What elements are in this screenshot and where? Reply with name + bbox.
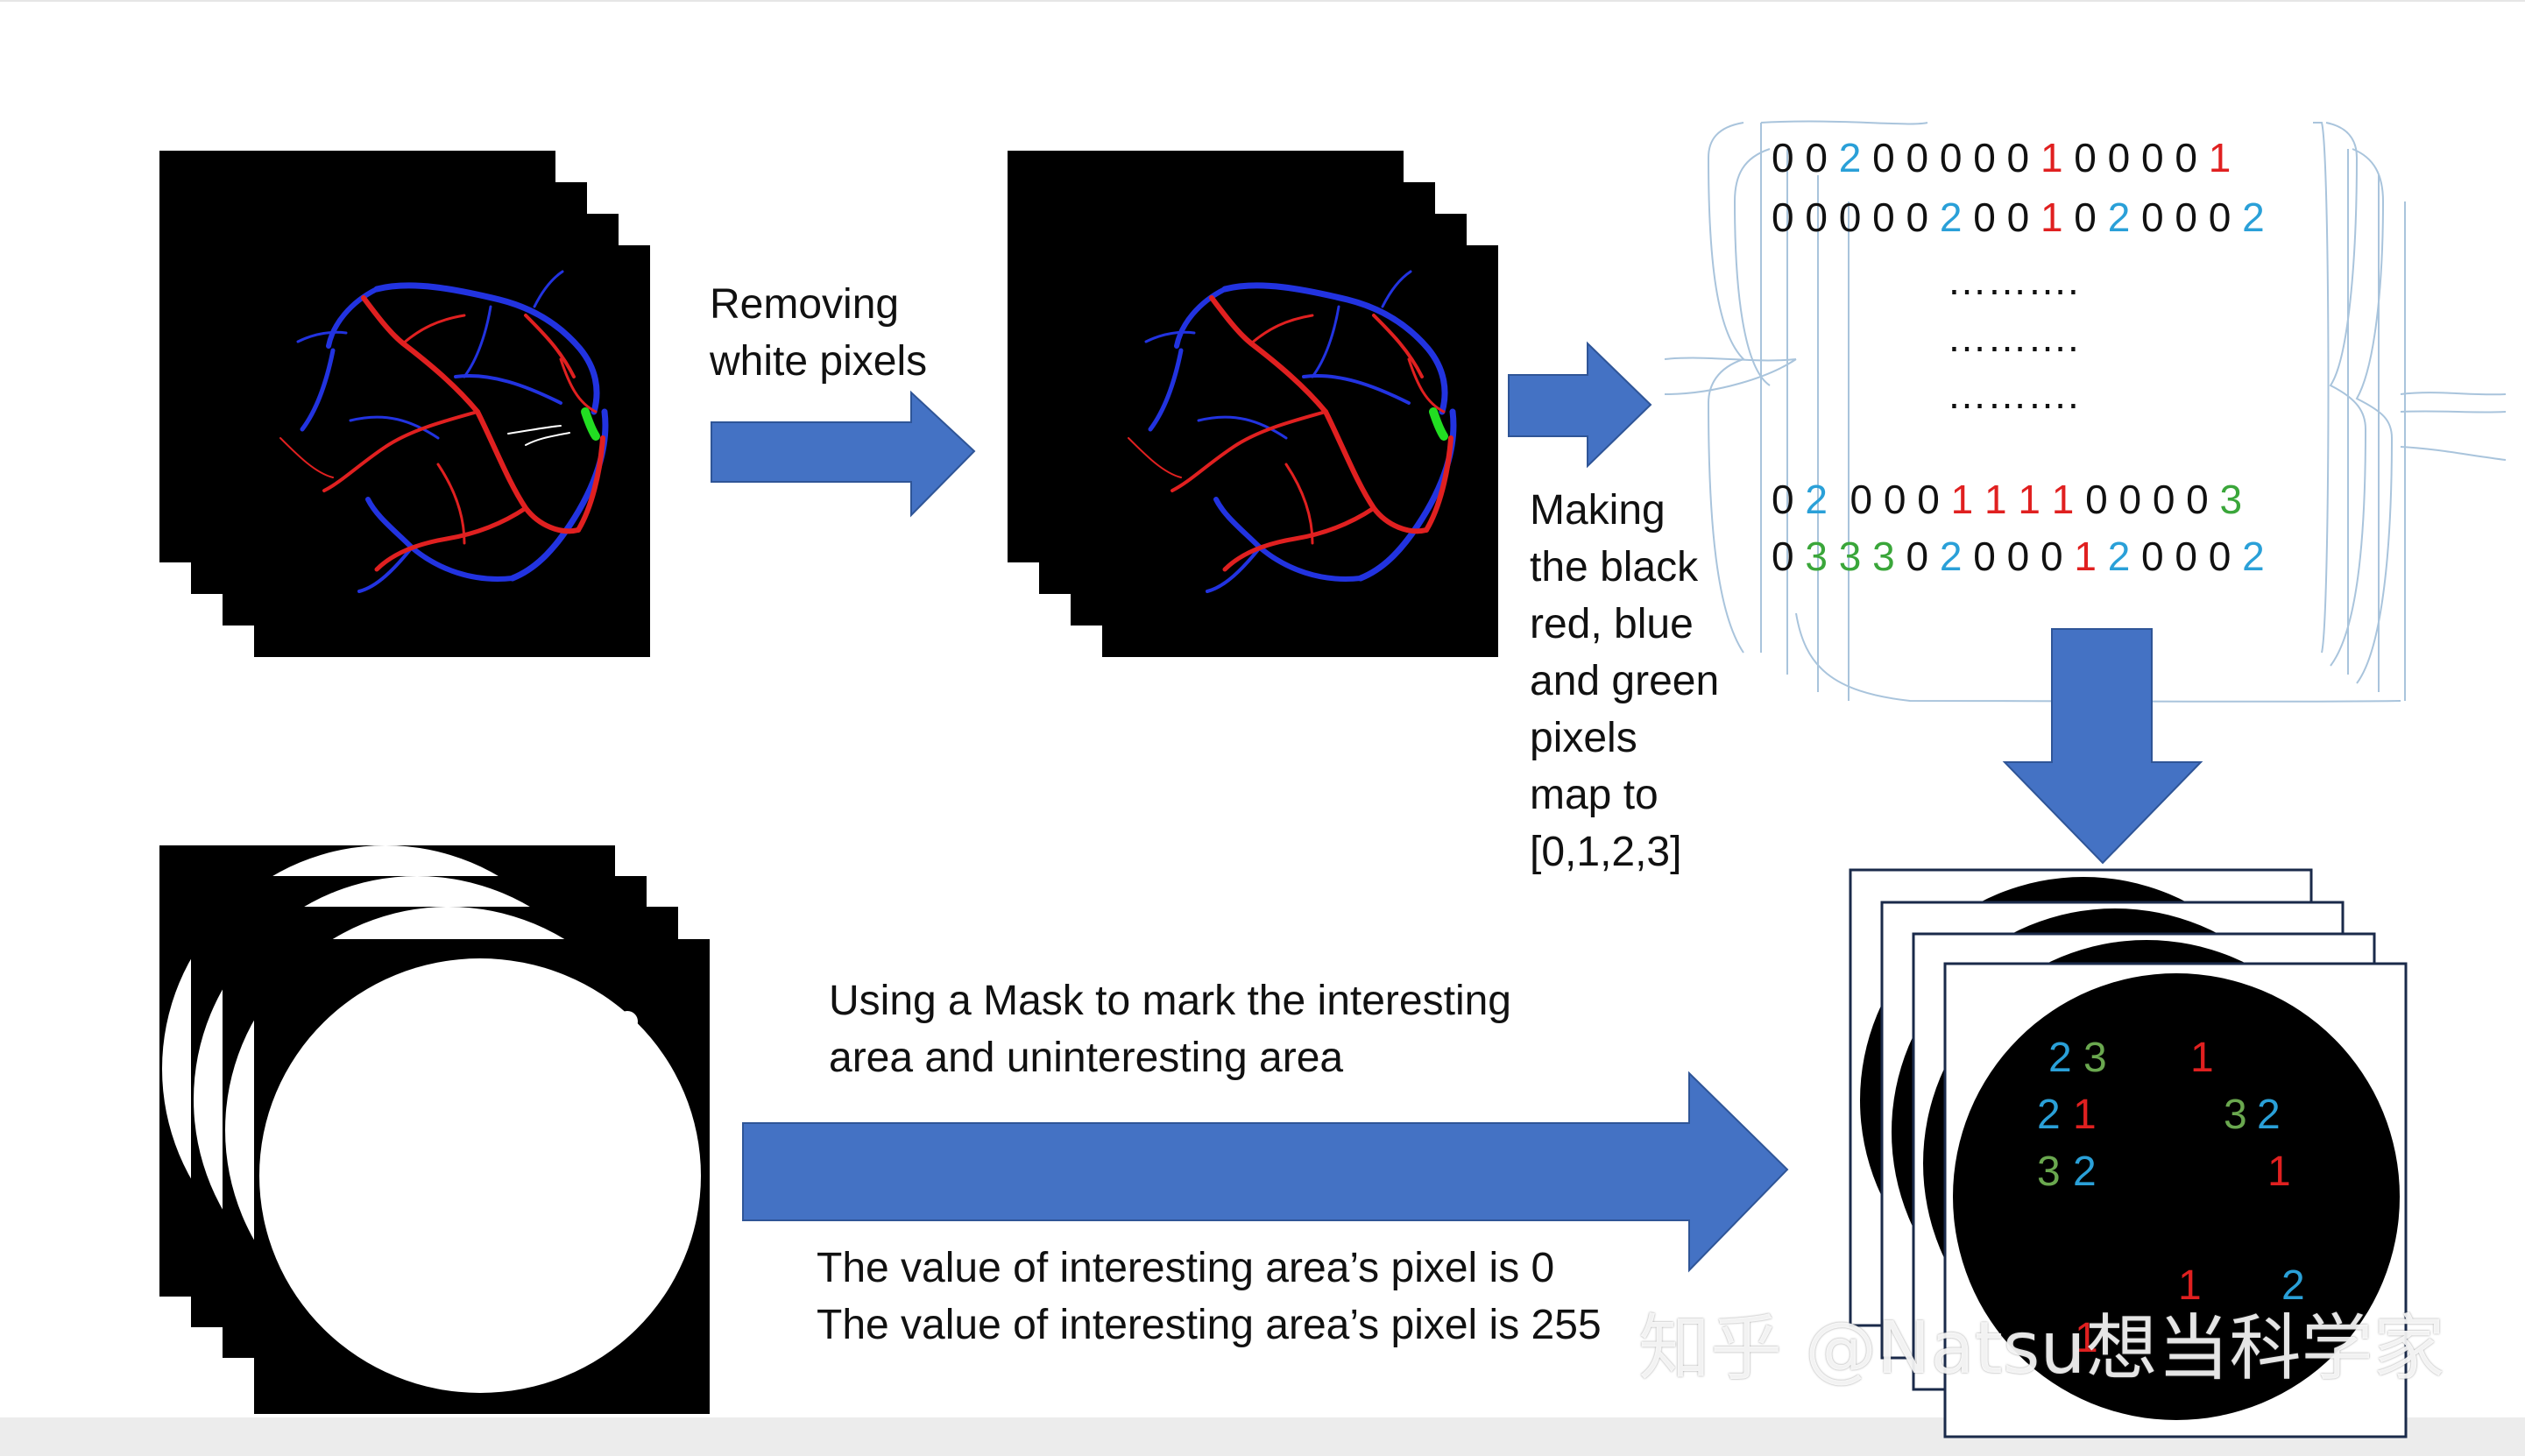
matrix-value: 3 3 3 xyxy=(1805,534,1895,579)
result-value: 2 xyxy=(2048,1035,2072,1081)
matrix-value: 0 0 xyxy=(1962,194,2041,240)
input-image-stack xyxy=(159,151,650,657)
result-stack xyxy=(1849,868,2408,1438)
matrix-value: 3 xyxy=(2219,477,2243,522)
stack-layer-front xyxy=(254,245,650,657)
matrix-value: 1 xyxy=(2040,194,2063,240)
result-value: 2 xyxy=(2073,1149,2097,1195)
matrix-value: 0 0 0 xyxy=(2130,194,2243,240)
matrix-value: 2 xyxy=(2242,194,2265,240)
result-value: 2 xyxy=(2037,1092,2061,1138)
matrix-value: 1 xyxy=(2208,135,2231,180)
matrix-value: 1 xyxy=(2074,534,2097,579)
matrix-value: 1 xyxy=(2040,135,2063,180)
matrix-value: 2 xyxy=(1939,534,1963,579)
cleaned-image-stack xyxy=(1008,151,1498,657)
arrow-removing-white xyxy=(711,390,976,518)
matrix-ellipsis: ………. xyxy=(1947,315,2079,360)
result-value: 1 xyxy=(2190,1035,2214,1081)
value-0-label: The value of interesting area’s pixel is… xyxy=(817,1245,1555,1291)
stack-layer-front xyxy=(1102,245,1498,657)
matrix-ellipsis: ………. xyxy=(1947,258,2079,303)
matrix-value: 2 xyxy=(2107,194,2131,240)
matrix-value: 2 xyxy=(1838,135,1862,180)
result-value: 1 xyxy=(2178,1262,2202,1309)
matrix-value: 0 xyxy=(2062,194,2108,240)
result-value: 1 xyxy=(2075,1315,2098,1361)
removing-label: Removing white pixels xyxy=(710,281,928,385)
matrix-value: 0 0 0 xyxy=(2130,534,2243,579)
matrix-value: 0 0 0 0 0 xyxy=(1772,194,1940,240)
matrix-value: 0 xyxy=(1772,477,1806,522)
vessel-tree xyxy=(279,270,609,593)
matrix-value xyxy=(2097,534,2108,579)
value-255-label: The value of interesting area’s pixel is… xyxy=(817,1302,1602,1348)
matrix-value: 0 xyxy=(1772,534,1806,579)
matrix-value: 2 xyxy=(1939,194,1963,240)
matrix-frames xyxy=(1664,120,2507,703)
mask-stack xyxy=(159,845,710,1414)
result-value: 3 xyxy=(2083,1035,2107,1081)
matrix-value: 2 xyxy=(2107,534,2131,579)
arrow-mapping xyxy=(1508,341,1652,469)
result-value: 1 xyxy=(2073,1092,2097,1138)
result-value: 3 xyxy=(2037,1149,2061,1195)
result-value: 2 xyxy=(2281,1262,2305,1309)
matrix-value: 1 1 1 1 xyxy=(1950,477,2075,522)
matrix-value: 0 0 0 xyxy=(1962,534,2075,579)
matrix-value: 2 xyxy=(2242,534,2265,579)
matrix-value: 0 0 xyxy=(1772,135,1839,180)
result-value: 3 xyxy=(2224,1092,2247,1138)
matrix-value: 0 0 0 xyxy=(1827,477,1951,522)
matrix-row: 0 0 0 0 0 2 0 0 1 0 2 0 0 0 2 xyxy=(1772,191,2265,244)
mask-label: Using a Mask to mark the interesting are… xyxy=(829,978,1511,1081)
result-value: 2 xyxy=(2257,1092,2281,1138)
matrix-value: 2 xyxy=(1805,477,1828,522)
matrix-value: 0 0 0 0 0 xyxy=(1861,135,2041,180)
matrix-row: 0 3 3 3 0 2 0 0 0 1 2 0 0 0 2 xyxy=(1772,530,2265,583)
matrix-ellipsis: ………. xyxy=(1947,371,2079,417)
vessel-tree xyxy=(1128,270,1457,593)
top-edge xyxy=(0,0,2525,2)
arrow-mask xyxy=(742,1071,1789,1273)
matrix-row: 0 2 0 0 0 1 1 1 1 0 0 0 0 3 xyxy=(1772,473,2242,526)
matrix-row: 0 0 2 0 0 0 0 0 1 0 0 0 0 1 xyxy=(1772,131,2231,184)
result-value: 1 xyxy=(2267,1149,2291,1195)
matrix-value: 0 0 0 0 xyxy=(2074,477,2220,522)
making-label: Making the black red, blue and green pix… xyxy=(1530,487,1720,875)
arrow-down xyxy=(2002,628,2203,865)
watermark: 知乎 @Natsu想当科学家 xyxy=(1638,1307,2445,1390)
matrix-value: 0 0 0 0 xyxy=(2062,135,2209,180)
matrix-value: 0 xyxy=(1894,534,1940,579)
